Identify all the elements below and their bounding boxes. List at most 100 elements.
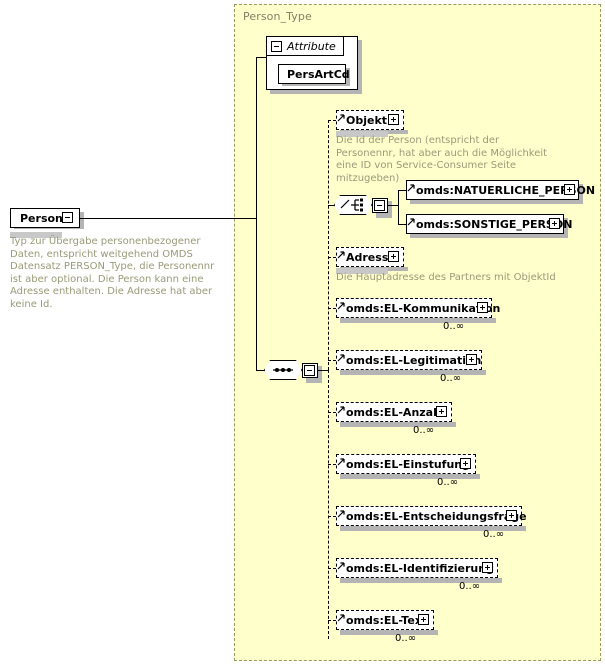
- attribute-box-shadow: [270, 90, 362, 94]
- element-el-identifizierung[interactable]: omds:EL-Identifizierung: [336, 558, 498, 578]
- element-el-einstufung[interactable]: omds:EL-Einstufung: [336, 454, 476, 474]
- element-el-kommunikation[interactable]: omds:EL-Kommunikation: [336, 298, 500, 318]
- element-natuerliche-person-label: omds:NATUERLICHE_PERSON: [416, 184, 596, 197]
- choice-compositor[interactable]: [334, 195, 378, 218]
- connector-to-sequence: [256, 370, 268, 371]
- sequence-collapse-toggle[interactable]: [304, 365, 315, 376]
- el-legitimation-shadow: [340, 370, 486, 375]
- el-anzahl-reference-arrow-icon: [337, 406, 345, 414]
- objektid-expand-toggle[interactable]: [388, 114, 399, 125]
- connector-el-text: [328, 620, 336, 621]
- connector-natuerliche: [398, 190, 406, 191]
- element-el-text[interactable]: omds:EL-Text: [336, 610, 434, 630]
- element-el-anzahl[interactable]: omds:EL-Anzahl: [336, 402, 452, 422]
- element-el-anzahl-label: omds:EL-Anzahl: [346, 406, 445, 419]
- attribute-persartcd[interactable]: PersArtCd: [278, 64, 350, 84]
- person-type-container: [234, 4, 601, 661]
- el-entscheidungsfrage-expand-toggle[interactable]: [506, 510, 517, 521]
- sonstige-expand-toggle[interactable]: [549, 218, 560, 229]
- choice-glyph: [340, 198, 363, 212]
- element-el-einstufung-label: omds:EL-Einstufung: [346, 458, 471, 471]
- element-el-text-label: omds:EL-Text: [346, 614, 428, 627]
- adresse-annotation: Die Hauptadresse des Partners mit Objekt…: [336, 272, 556, 283]
- el-einstufung-expand-toggle[interactable]: [460, 458, 471, 469]
- el-text-shadow: [340, 630, 438, 635]
- element-natuerliche-person[interactable]: omds:NATUERLICHE_PERSON: [406, 180, 595, 200]
- choice-compositor-icon: [334, 195, 372, 215]
- el-text-reference-arrow-icon: [337, 614, 345, 622]
- sequence-glyph: [273, 368, 293, 372]
- el-text-expand-toggle[interactable]: [418, 614, 429, 625]
- element-sonstige-person[interactable]: omds:SONSTIGE_PERSON: [406, 214, 572, 234]
- attribute-group-tab[interactable]: Attribute: [266, 36, 344, 56]
- el-entscheidungsfrage-occurrence: 0..∞: [483, 529, 505, 540]
- el-entscheidungsfrage-reference-arrow-icon: [337, 510, 345, 518]
- objektid-annotation-bar: [336, 131, 388, 137]
- element-el-kommunikation-label: omds:EL-Kommunikation: [346, 302, 501, 315]
- element-person-label: Person: [20, 212, 63, 225]
- element-objektid[interactable]: ObjektId: [336, 110, 404, 130]
- adresse-reference-arrow-icon: [337, 251, 345, 259]
- el-identifizierung-shadow: [340, 578, 502, 583]
- el-anzahl-expand-toggle[interactable]: [436, 406, 447, 417]
- natuerliche-shadow-right: [579, 184, 583, 204]
- connector-el-einstufung: [328, 464, 336, 465]
- connector-el-anzahl: [328, 412, 336, 413]
- element-adresse-label: Adresse: [346, 251, 396, 264]
- attribute-group-label: Attribute: [287, 40, 336, 53]
- choice-collapse-toggle[interactable]: [374, 200, 385, 211]
- element-adresse[interactable]: Adresse: [336, 247, 404, 267]
- el-kommunikation-occurrence: 0..∞: [443, 321, 465, 332]
- element-el-entscheidungsfrage[interactable]: omds:EL-Entscheidungsfrage: [336, 506, 527, 526]
- child-spine-upper: [328, 120, 329, 370]
- el-legitimation-expand-toggle[interactable]: [466, 354, 477, 365]
- el-einstufung-occurrence: 0..∞: [437, 477, 459, 488]
- element-objektid-label: ObjektId: [346, 114, 399, 127]
- person-annotation: Typ zur Übergabe personenbezogener Daten…: [10, 236, 215, 310]
- el-entscheidungsfrage-shadow: [340, 526, 526, 531]
- connector-el-entscheidungsfrage: [328, 516, 336, 517]
- connector-person-to-type: [80, 218, 256, 219]
- el-anzahl-occurrence: 0..∞: [413, 425, 435, 436]
- el-identifizierung-expand-toggle[interactable]: [482, 562, 493, 573]
- attribute-group-collapse-toggle[interactable]: [271, 41, 282, 52]
- element-sonstige-person-label: omds:SONSTIGE_PERSON: [416, 218, 573, 231]
- connector-to-attribute-box: [256, 57, 270, 58]
- el-kommunikation-shadow: [340, 318, 496, 323]
- choice-branch-spine: [398, 190, 399, 225]
- el-text-occurrence: 0..∞: [395, 633, 417, 644]
- sequence-compositor-icon: [264, 360, 302, 380]
- element-el-legitimation-label: omds:EL-Legitimation: [346, 354, 482, 367]
- person-collapse-toggle[interactable]: [62, 212, 73, 223]
- connector-objektid: [328, 120, 336, 121]
- natuerliche-expand-toggle[interactable]: [564, 184, 575, 195]
- el-identifizierung-occurrence: 0..∞: [459, 581, 481, 592]
- el-anzahl-shadow: [340, 422, 456, 427]
- adresse-annotation-bar: [336, 268, 388, 274]
- adresse-expand-toggle[interactable]: [388, 251, 399, 262]
- el-einstufung-shadow: [340, 474, 480, 479]
- connector-el-kommunikation: [328, 308, 336, 309]
- objektid-reference-arrow-icon: [337, 114, 345, 122]
- el-kommunikation-expand-toggle[interactable]: [477, 302, 488, 313]
- attribute-persartcd-label: PersArtCd: [287, 68, 350, 81]
- connector-spine-upper: [256, 57, 257, 219]
- sonstige-shadow: [410, 234, 568, 238]
- child-spine-lower: [328, 370, 329, 639]
- element-el-entscheidungsfrage-label: omds:EL-Entscheidungsfrage: [346, 510, 527, 523]
- persartcd-shadow-right: [346, 68, 350, 86]
- element-el-identifizierung-label: omds:EL-Identifizierung: [346, 562, 494, 575]
- connector-el-identifizierung: [328, 568, 336, 569]
- sonstige-reference-arrow-icon: [407, 218, 415, 226]
- person-annotation-bar: [10, 232, 62, 238]
- connector-sequence-out: [318, 370, 328, 371]
- element-el-legitimation[interactable]: omds:EL-Legitimation: [336, 350, 482, 370]
- connector-el-legitimation: [328, 360, 336, 361]
- sequence-compositor[interactable]: [264, 360, 308, 383]
- natuerliche-shadow: [410, 200, 583, 204]
- el-einstufung-reference-arrow-icon: [337, 458, 345, 466]
- persartcd-shadow: [282, 82, 350, 86]
- el-kommunikation-reference-arrow-icon: [337, 302, 345, 310]
- connector-choice-in: [328, 205, 336, 206]
